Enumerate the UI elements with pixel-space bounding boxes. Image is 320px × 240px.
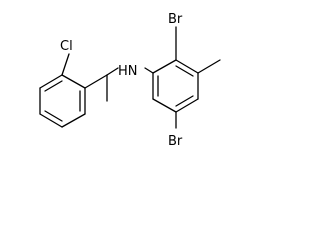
bromine-top-label: Br [168,12,183,27]
amine-label: HN [118,64,138,79]
ring-bond [152,98,177,113]
ch-nh-bond [106,67,119,76]
ring-methyl-bond [197,59,221,74]
nh-ring-bond [144,67,154,74]
chlorophenyl-ring [39,74,86,128]
bromine-bottom-label: Br [168,134,183,149]
ring-double-bond [175,95,194,107]
ring-bond [175,98,199,113]
ring-bond [39,113,63,128]
ring-bond [39,74,63,89]
ring-double-bond [44,110,63,122]
ring-ch-bond [84,74,108,89]
chlorine-label: Cl [60,39,73,54]
ring-bond [175,59,199,74]
ring-bond [61,113,86,128]
c-cl-bond [61,53,70,76]
molecule-structure: Cl HN Br Br [39,12,221,149]
molecule-canvas: Cl HN Br Br [39,12,221,149]
ring-bond [152,59,177,74]
ring-double-bond [44,80,63,92]
ring-bond [61,74,86,89]
dibromophenyl-ring [152,59,199,113]
ring-double-bond [175,65,194,77]
